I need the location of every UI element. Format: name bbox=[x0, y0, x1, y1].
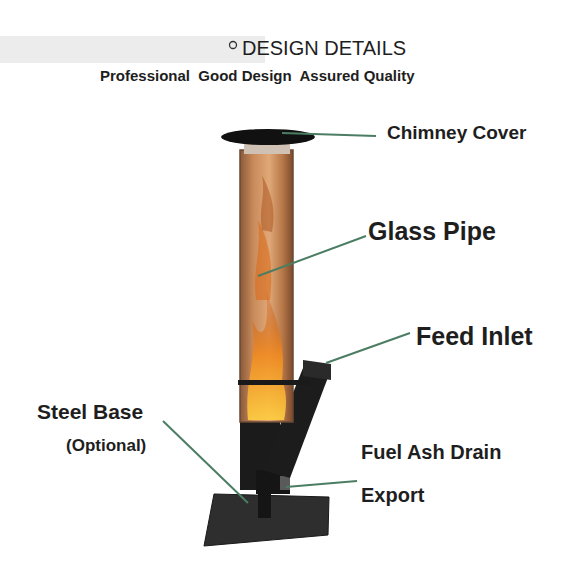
part-label: Export bbox=[361, 484, 424, 506]
header-bar bbox=[0, 36, 265, 63]
flame bbox=[261, 175, 274, 232]
leader-line bbox=[258, 236, 366, 276]
leader-line bbox=[282, 133, 376, 136]
flame bbox=[255, 220, 271, 300]
bullet-circle bbox=[230, 42, 237, 49]
title: DESIGN DETAILS bbox=[242, 37, 406, 59]
ash-drain-opening bbox=[280, 476, 290, 490]
flame bbox=[247, 290, 286, 420]
part-label: Chimney Cover bbox=[387, 123, 526, 144]
part-label: Steel Base bbox=[37, 400, 143, 423]
part-note: (Optional) bbox=[66, 437, 146, 456]
part-label: Glass Pipe bbox=[368, 218, 496, 246]
leader-line bbox=[326, 333, 410, 363]
leader-line bbox=[286, 481, 357, 487]
part-label: Feed Inlet bbox=[416, 323, 533, 351]
part-label: Fuel Ash Drain bbox=[361, 441, 501, 463]
subtitle: Professional Good Design Assured Quality bbox=[100, 68, 415, 85]
clamp-strap bbox=[238, 380, 310, 385]
leader-line bbox=[163, 421, 248, 503]
chimney-cover bbox=[221, 129, 315, 145]
